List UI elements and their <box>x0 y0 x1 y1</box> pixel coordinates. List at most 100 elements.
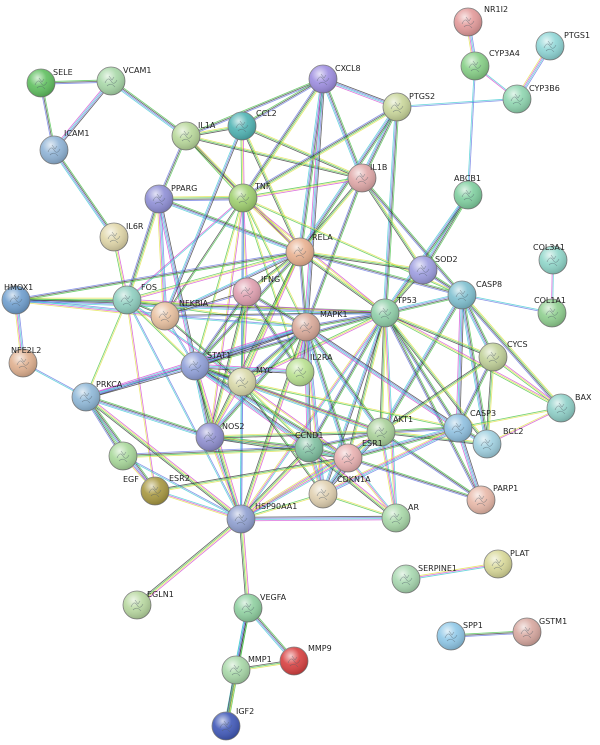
edge-line <box>309 447 397 518</box>
node-casp8[interactable]: CASP8 <box>447 280 502 310</box>
node-col1a1[interactable]: COL1A1 <box>534 296 567 328</box>
edge-line <box>158 199 165 317</box>
edge-line <box>15 301 165 319</box>
node-nfe2l2[interactable]: NFE2L2 <box>8 346 41 378</box>
node-mmp9[interactable]: MMP9 <box>279 644 332 676</box>
edge-line <box>240 430 381 519</box>
node-ccnd1[interactable]: CCND1 <box>294 431 323 463</box>
edge-ICAM1-IL6R <box>52 148 116 239</box>
edge-MAPK1-AKT1 <box>304 325 383 434</box>
node-nr1i2[interactable]: NR1I2 <box>453 5 508 37</box>
edge-line <box>241 382 381 433</box>
node-parp1[interactable]: PARP1 <box>466 484 518 515</box>
node-bcl2[interactable]: BCL2 <box>472 427 523 459</box>
node-ifng[interactable]: IFNG <box>232 275 280 307</box>
node-igf2[interactable]: IGF2 <box>211 707 254 741</box>
edge-line <box>155 489 242 519</box>
node-spp1[interactable]: SPP1 <box>436 621 483 651</box>
node-vcam1[interactable]: VCAM1 <box>96 66 152 96</box>
edge-line <box>384 312 482 501</box>
edge-line <box>322 426 458 493</box>
edge-line <box>348 428 459 459</box>
edge-line <box>243 178 363 200</box>
node-myc[interactable]: MYC <box>227 366 273 397</box>
node-stat1[interactable]: STAT1 <box>180 351 231 381</box>
protein-structure-icon <box>34 77 48 90</box>
node-label: EGF <box>123 475 139 484</box>
edge-line <box>16 252 301 302</box>
protein-structure-icon <box>158 310 172 323</box>
edge-VCAM1-ICAM1 <box>52 79 113 152</box>
node-plat[interactable]: PLAT <box>483 549 529 579</box>
edge-line <box>209 431 382 438</box>
node-fos[interactable]: FOS <box>112 283 157 315</box>
edge-ESR1-HSP90AA1 <box>240 456 349 521</box>
node-akt1[interactable]: AKT1 <box>366 415 413 447</box>
edge-PPARG-RELA <box>158 196 301 255</box>
edge-line <box>306 326 459 428</box>
node-mmp1[interactable]: MMP1 <box>221 655 272 685</box>
edge-line <box>156 199 164 317</box>
node-bax[interactable]: BAX <box>546 393 592 423</box>
node-col3a1[interactable]: COL3A1 <box>533 243 568 275</box>
node-hsp90aa1[interactable]: HSP90AA1 <box>226 502 297 534</box>
node-vegfa[interactable]: VEGFA <box>233 593 287 623</box>
edge-TP53-CYCS <box>384 311 494 359</box>
protein-structure-icon <box>116 450 130 463</box>
node-tnf[interactable]: TNF <box>228 182 271 213</box>
edge-CYP3B6-PTGS2 <box>396 98 518 108</box>
edge-line <box>309 446 398 517</box>
edge-line <box>127 252 301 302</box>
node-il2ra[interactable]: IL2RA <box>285 353 333 387</box>
node-sod2[interactable]: SOD2 <box>408 255 458 285</box>
edge-line <box>241 519 397 522</box>
edge-line <box>299 251 424 271</box>
node-il1a[interactable]: IL1A <box>171 121 216 151</box>
node-casp3[interactable]: CASP3 <box>443 409 496 443</box>
edge-line <box>194 291 248 367</box>
node-cycs[interactable]: CYCS <box>478 340 528 372</box>
edge-line <box>127 199 160 301</box>
node-egf[interactable]: EGF <box>108 441 139 484</box>
node-gstm1[interactable]: GSTM1 <box>512 617 567 647</box>
node-ptgs2[interactable]: PTGS2 <box>382 92 435 122</box>
edge-line <box>126 300 155 492</box>
node-ccl2[interactable]: CCL2 <box>227 109 277 141</box>
node-esr2[interactable]: ESR2 <box>140 474 190 506</box>
protein-structure-icon <box>302 442 316 455</box>
node-hmox1[interactable]: HMOX1 <box>1 283 33 315</box>
node-rela[interactable]: RELA <box>285 233 333 267</box>
edge-line <box>457 407 561 428</box>
node-il1b[interactable]: IL1B <box>347 163 387 193</box>
edge-line <box>322 427 458 494</box>
node-icam1[interactable]: ICAM1 <box>39 129 89 165</box>
node-abcb1[interactable]: ABCB1 <box>453 174 483 210</box>
node-label: CYP3A4 <box>489 49 520 58</box>
node-esr1[interactable]: ESR1 <box>333 439 383 473</box>
edge-line <box>123 449 310 459</box>
node-cyp3b6[interactable]: CYP3B6 <box>502 84 560 114</box>
node-mapk1[interactable]: MAPK1 <box>291 310 348 342</box>
edge-line <box>195 363 301 371</box>
node-cyp3a4[interactable]: CYP3A4 <box>460 49 520 81</box>
edge-NFKBIA-MAPK1 <box>164 315 307 328</box>
node-nfkbia[interactable]: NFKBIA <box>150 299 209 331</box>
edge-CXCL8-MAPK1 <box>303 78 326 328</box>
node-sele[interactable]: SELE <box>26 68 73 98</box>
node-nos2[interactable]: NOS2 <box>195 422 244 452</box>
node-prkca[interactable]: PRKCA <box>71 380 123 412</box>
node-ptgs1[interactable]: PTGS1 <box>535 31 590 61</box>
edge-EGF-HSP90AA1 <box>122 455 242 520</box>
node-label: NOS2 <box>222 422 244 431</box>
edge-line <box>242 106 397 198</box>
node-egln1[interactable]: EGLN1 <box>122 590 174 620</box>
node-tp53[interactable]: TP53 <box>370 296 417 328</box>
node-ar[interactable]: AR <box>381 503 419 533</box>
node-pparg[interactable]: PPARG <box>144 184 197 214</box>
protein-structure-icon <box>229 664 243 677</box>
node-il6r[interactable]: IL6R <box>99 222 144 252</box>
node-cxcl8[interactable]: CXCL8 <box>308 64 361 94</box>
edge-CASP8-BAX <box>460 293 563 410</box>
node-serpine1[interactable]: SERPINE1 <box>391 564 457 594</box>
node-cdkn1a[interactable]: CDKN1A <box>308 475 371 509</box>
